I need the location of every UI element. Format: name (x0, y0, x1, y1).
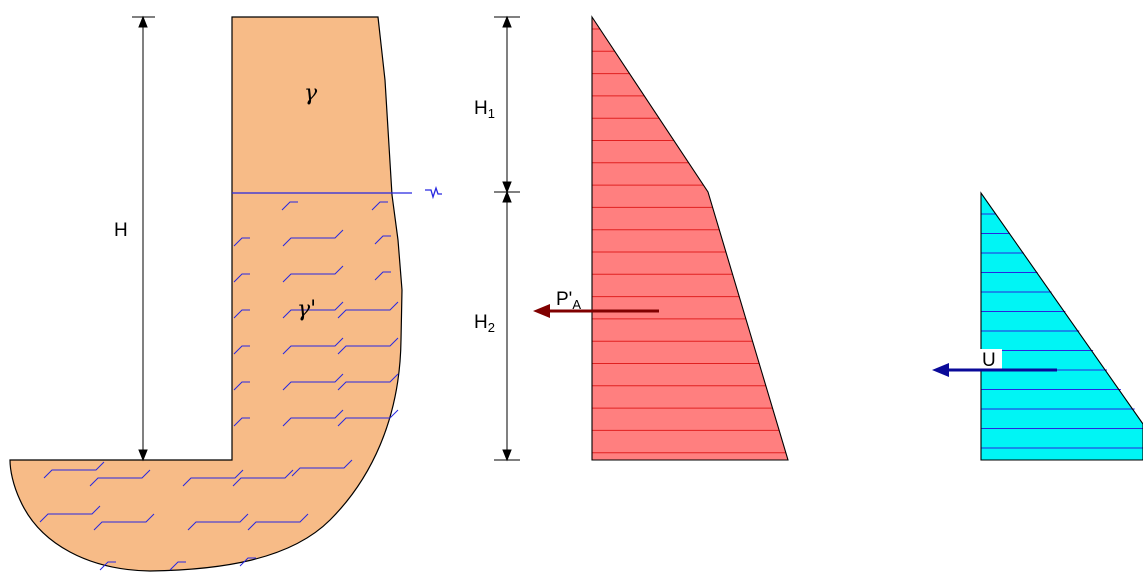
dimension-H (132, 15, 155, 462)
hatch-dash (233, 237, 250, 247)
hatch-dash (374, 235, 391, 245)
label-U: U (982, 350, 996, 371)
hatch-dash (233, 417, 250, 427)
hatch-dash (232, 469, 294, 487)
hatch-dash (187, 513, 249, 531)
force-arrow-U (932, 363, 1057, 377)
earth-pressure-hatch-lines (592, 28, 786, 454)
earth-pressure-fill (592, 17, 788, 460)
hatch-dash (282, 265, 344, 283)
dimension-H1-H2 (494, 15, 520, 462)
label-PA: P'A (556, 289, 581, 312)
label-gamma-prime: γ' (297, 297, 316, 322)
hatch-dash (371, 201, 388, 211)
hatch-dash (281, 201, 298, 211)
label-gamma: γ (304, 81, 318, 106)
hatch-dash (169, 561, 186, 571)
hatch-dash (43, 461, 105, 479)
hatch-dash (239, 557, 256, 567)
hatch-dash (247, 513, 309, 531)
hatch-dash (233, 309, 250, 319)
hatch-dash (282, 337, 344, 355)
hatch-dash (99, 561, 116, 571)
water-table-icon (425, 185, 442, 200)
hatch-dash (337, 301, 399, 319)
water-pressure-fill (981, 193, 1143, 460)
hatch-dash (233, 273, 250, 283)
label-H1: H1 (474, 98, 495, 121)
hatch-dash (182, 469, 244, 487)
hatch-dash (337, 409, 399, 427)
force-arrow-PA (533, 304, 659, 318)
label-H: H (114, 220, 128, 241)
hatch-dash (233, 345, 250, 355)
hatch-dash (337, 373, 399, 391)
hatch-dash (93, 513, 155, 531)
hatch-dash (39, 505, 101, 523)
soil-body (9, 16, 403, 572)
hatch-dash (282, 301, 344, 319)
hatch-dash (233, 381, 250, 391)
hatch-dash (337, 337, 399, 355)
submerged-soil-hatch (39, 201, 399, 571)
hatch-dash (374, 271, 391, 281)
hatch-dash (282, 409, 344, 427)
hatch-dash (282, 373, 344, 391)
label-H2: H2 (474, 312, 495, 335)
label-U-background (980, 349, 1002, 369)
hatch-dash (89, 469, 151, 487)
hatch-dash (282, 229, 344, 247)
hatch-dash (291, 459, 353, 477)
